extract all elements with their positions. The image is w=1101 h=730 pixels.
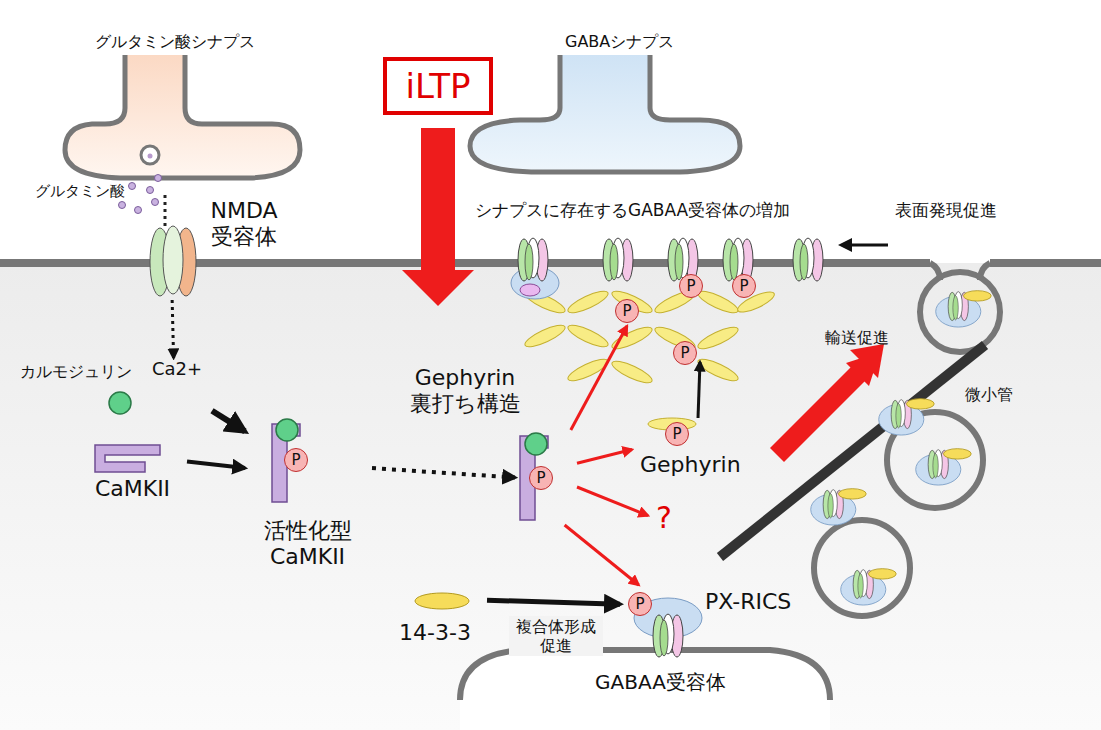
- gephyrin-node: P Gephyrin: [632, 418, 752, 481]
- phospho-mark: P: [665, 422, 689, 446]
- arrow-connector: [698, 362, 700, 418]
- phospho-mark: P: [529, 466, 553, 490]
- effect-label: 表面発現促進: [895, 200, 997, 220]
- synapse-label: GABAシナプス: [565, 32, 674, 51]
- structure-label: Gephyrin 裏打ち構造: [400, 365, 530, 418]
- arrow-connector: [372, 468, 515, 477]
- effect-label: 輸送促進: [825, 328, 889, 347]
- receptor-name: NMDA 受容体: [200, 198, 288, 251]
- arrow-connector: [577, 487, 648, 516]
- arrow-connector: [172, 300, 173, 358]
- phospho-mark: P: [284, 448, 308, 472]
- active-kinase-node: P: [515, 430, 577, 525]
- complex-node: P PX-RICS: [620, 585, 807, 640]
- protein-name: カルモジュリン: [20, 362, 148, 381]
- edge-label: 複合体形成 促進: [509, 616, 603, 656]
- arrow-connector: [487, 600, 620, 604]
- receptor-node: NMDA 受容体: [148, 198, 290, 300]
- trigger-label: iLTP: [387, 61, 489, 111]
- phospho-mark: P: [615, 299, 639, 323]
- phospho-mark: P: [732, 274, 756, 298]
- phospho-node: P: [670, 338, 700, 368]
- phospho-node: P: [612, 296, 642, 326]
- trigger-box: iLTP: [383, 57, 493, 115]
- phospho-mark: P: [628, 592, 652, 616]
- receptor-label: GABAA受容体: [595, 670, 726, 694]
- phospho-mark: P: [679, 274, 703, 298]
- arrow-connector: [571, 326, 627, 430]
- adaptor-node: 14-3-3: [385, 590, 487, 658]
- unknown-mark: ?: [648, 500, 680, 536]
- kinase-name: 活性化型 CaMKII: [245, 518, 370, 571]
- structure-label: 微小管: [965, 385, 1013, 404]
- active-kinase-node: P 活性化型 CaMKII: [245, 418, 372, 585]
- calmodulin-node: カルモジュリンCa2+: [20, 358, 212, 420]
- protein-name: 14-3-3: [385, 620, 485, 646]
- ion-name: Ca2+: [152, 358, 210, 380]
- unknown-node: ?: [648, 498, 682, 542]
- arrow-connector: [577, 450, 632, 464]
- arrow-connector: [565, 525, 639, 585]
- kinase-node: CaMKII: [80, 440, 187, 512]
- arrow-connector: [187, 462, 245, 469]
- kinase-name: CaMKII: [80, 476, 185, 502]
- effect-label: シナプスに存在するGABAA受容体の増加: [475, 200, 790, 220]
- protein-name: Gephyrin: [640, 452, 750, 478]
- protein-name: PX-RICS: [705, 589, 805, 615]
- arrow-connector: [212, 411, 245, 432]
- molecule-label: グルタミン酸: [35, 182, 125, 200]
- synapse-label: グルタミン酸シナプス: [95, 32, 255, 51]
- phospho-mark: P: [673, 341, 697, 365]
